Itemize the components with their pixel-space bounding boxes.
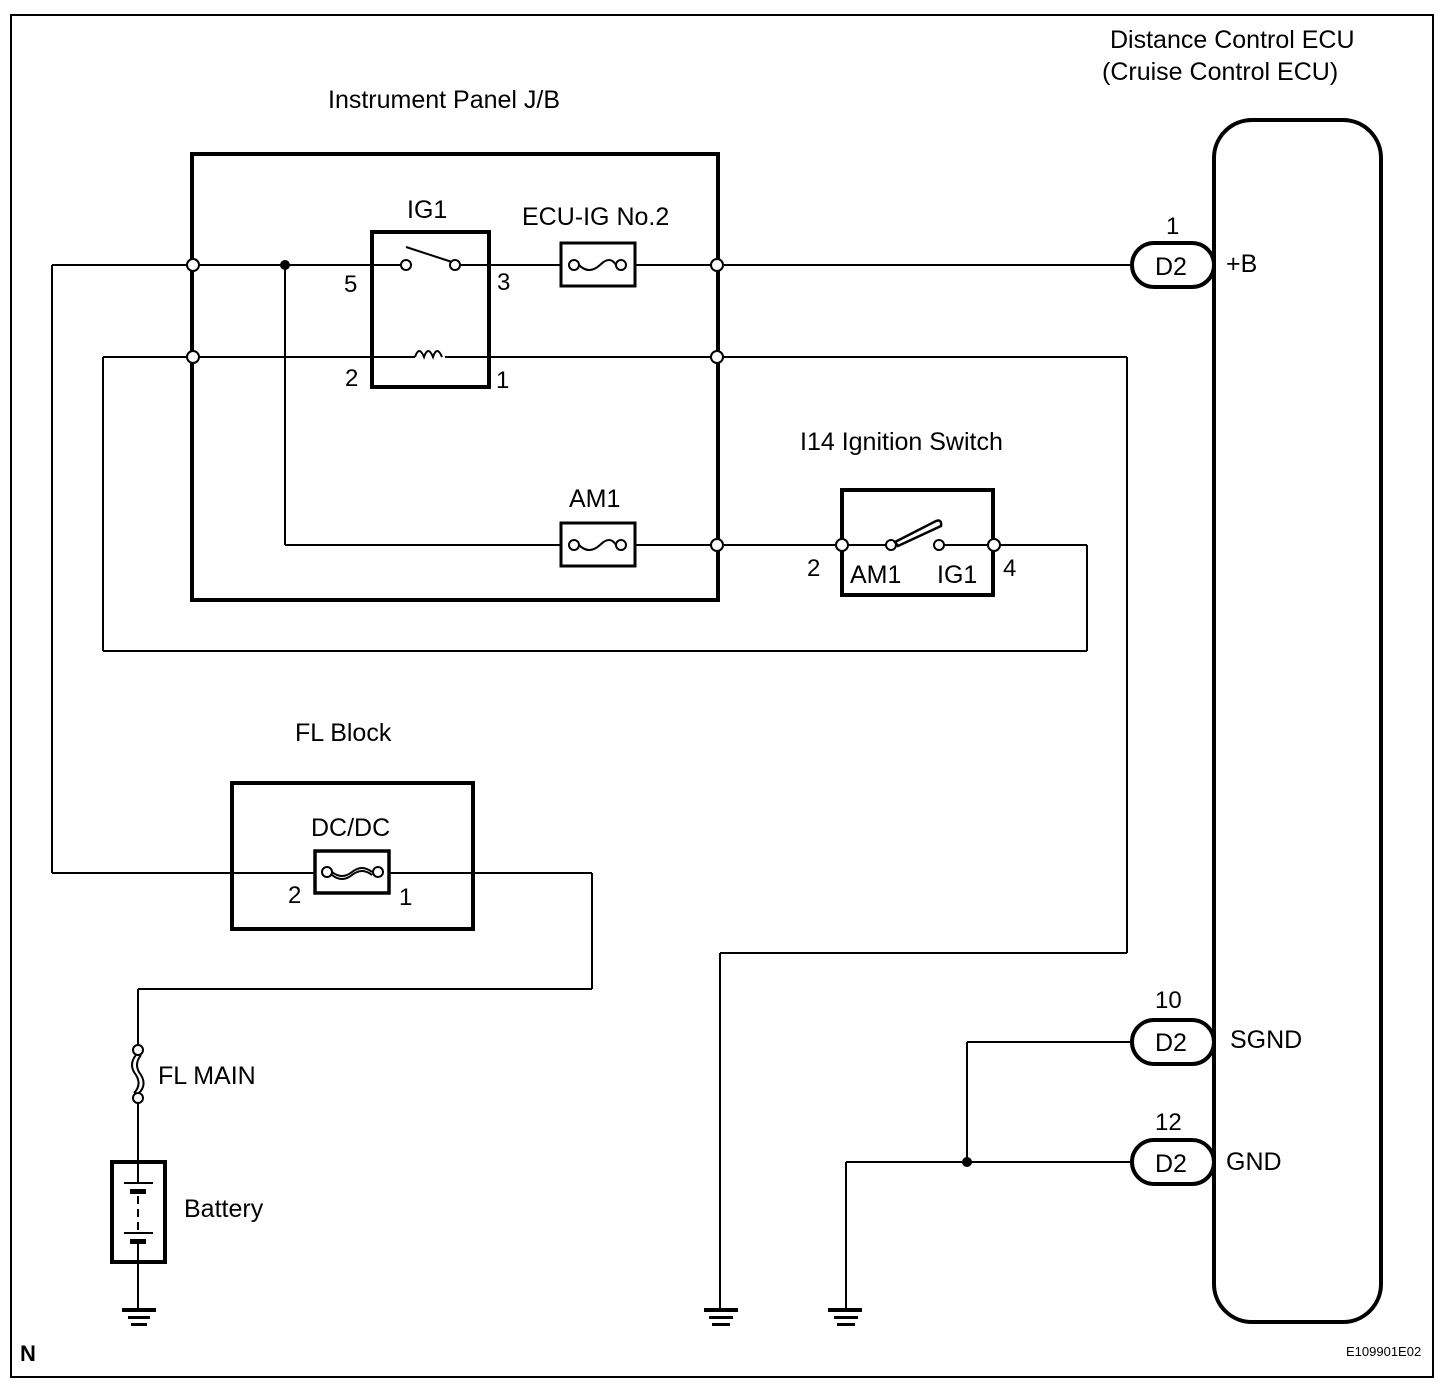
svg-text:IG1: IG1 [937,561,977,589]
instrument-panel-jb-label: Instrument Panel J/B [328,86,560,114]
connector-gnd: 12 D2 GND [1130,1109,1282,1186]
wire-am1 [284,265,842,546]
dcdc-fuse: DC/DC 2 1 [288,814,412,911]
svg-text:10: 10 [1155,987,1182,1014]
fl-block-label: FL Block [295,719,392,747]
svg-text:5: 5 [344,271,357,298]
svg-text:FL MAIN: FL MAIN [158,1062,256,1090]
junction-dot [280,260,290,270]
corner-mark: N [20,1341,36,1366]
ground-icon [122,1308,156,1326]
svg-text:D2: D2 [1155,253,1187,281]
svg-text:1: 1 [1166,213,1179,240]
ecu-title-line1: Distance Control ECU [1110,26,1355,54]
svg-text:SGND: SGND [1230,1026,1302,1054]
fuse-icon [578,259,617,271]
svg-text:2: 2 [345,365,358,392]
ig1-relay-label: IG1 [407,196,447,224]
ecu-body [1212,118,1383,1324]
jb-terminal [710,350,724,364]
ig1-relay: IG1 5 3 2 1 [344,196,510,394]
svg-text:2: 2 [807,555,820,582]
ecu-ig-no2-fuse: ECU-IG No.2 [522,203,669,288]
jb-terminal [186,258,200,272]
svg-text:I14 Ignition Switch: I14 Ignition Switch [800,428,1003,456]
ground-icon [704,1308,738,1326]
svg-text:GND: GND [1226,1148,1282,1176]
fusible-link-icon [131,1054,140,1094]
svg-text:1: 1 [496,367,509,394]
svg-text:1: 1 [399,884,412,911]
ground-icon [828,1308,862,1326]
ignition-switch: I14 Ignition Switch 2 4 AM1 IG1 [800,428,1016,597]
svg-text:AM1: AM1 [850,561,901,589]
relay-coil-icon [414,350,443,360]
connector-sgnd: 10 D2 SGND [1130,987,1302,1066]
svg-text:12: 12 [1155,1109,1182,1136]
jb-terminal [710,538,724,552]
instrument-panel-jb-box [190,152,720,602]
svg-text:DC/DC: DC/DC [311,814,390,842]
battery: Battery [110,1160,264,1310]
wire-relay-coil [102,356,1128,1310]
connector-plus-b: 1 D2 +B [1130,213,1257,289]
ecu-title-line2: (Cruise Control ECU) [1102,58,1338,86]
fl-block-box [230,781,475,931]
fuse-icon [578,539,617,551]
svg-text:+B: +B [1226,250,1257,278]
fl-main-fusible-link: FL MAIN [131,1044,256,1104]
svg-text:4: 4 [1003,555,1016,582]
figure-id: E109901E02 [1346,1344,1421,1359]
am1-fuse: AM1 [559,485,637,568]
jb-terminal [186,350,200,364]
svg-text:D2: D2 [1155,1150,1187,1178]
svg-text:D2: D2 [1155,1029,1187,1057]
relay-switch-contact-icon [405,246,453,263]
key-switch-icon [893,519,943,548]
svg-text:2: 2 [288,882,301,909]
svg-text:Battery: Battery [184,1195,264,1223]
diagram-frame [10,14,1434,1378]
jb-terminal [710,258,724,272]
svg-text:AM1: AM1 [569,485,620,513]
svg-text:ECU-IG No.2: ECU-IG No.2 [522,203,669,231]
svg-text:3: 3 [497,269,510,296]
junction-dot [962,1157,972,1167]
fusible-link-icon [331,867,373,877]
